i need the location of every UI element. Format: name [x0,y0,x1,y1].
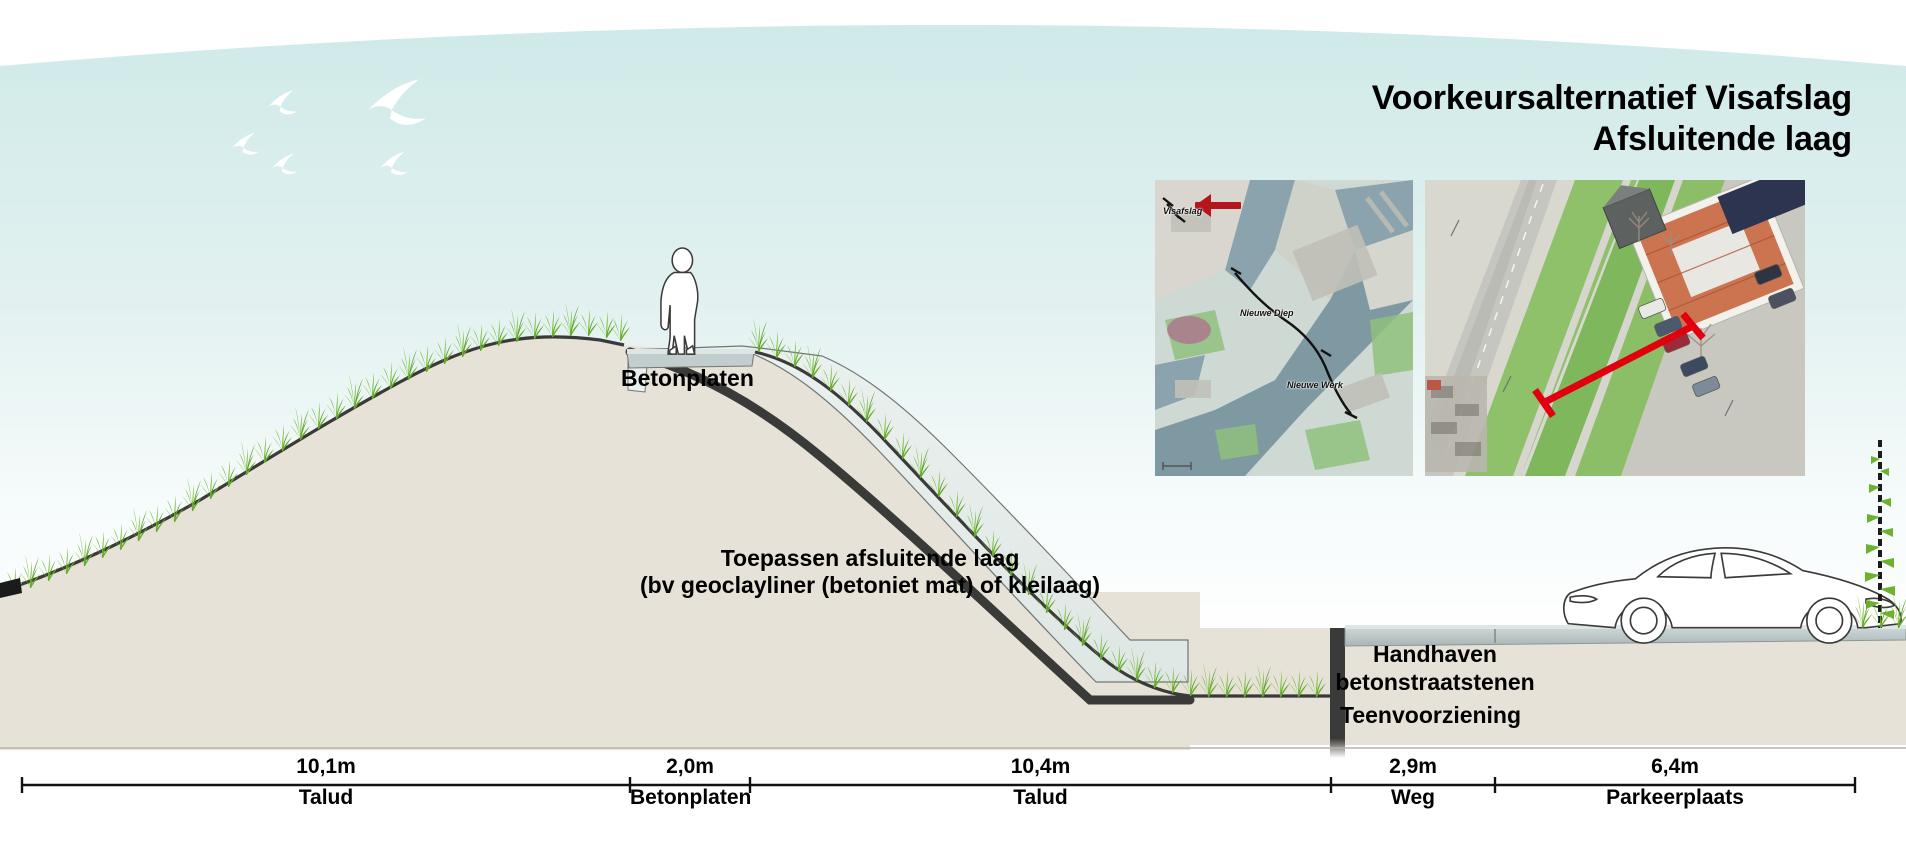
label-handhaven-betonstraatstenen: Handhaven betonstraatstenen [1335,641,1534,696]
scale-segment-parkeerplaats: 6,4m Parkeerplaats [1495,755,1855,842]
map-image [1155,180,1413,476]
scale-measure: 2,0m [666,755,714,778]
scale-name: Weg [1391,786,1435,809]
scale-name: Betonplaten [630,786,752,809]
bird-icon [232,132,259,155]
scale-name: Talud [298,786,354,809]
left-toe-block [0,578,22,598]
car-outline [1563,547,1902,644]
inset-overview-map: Visafslag Nieuwe Diep Nieuwe Werk [1155,180,1413,476]
bird-icon [380,152,408,175]
label-afsluitende-laag: Toepassen afsluitende laag (bv geoclayli… [640,545,1100,599]
scale-segment-talud-inner: 10,4m Talud [750,755,1331,842]
bird-icon [368,79,426,125]
ivy-on-pole [1852,440,1906,628]
bird-icon [268,90,298,115]
label-betonplaten: Betonplaten [621,365,754,391]
scale-measure: 10,4m [1010,755,1071,778]
map-caption-visafslag: Visafslag [1163,206,1203,216]
scale-measure: 2,9m [1389,755,1437,778]
label-afsluitende-line1: Toepassen afsluitende laag [720,545,1020,571]
map-caption-nieuwe-diep: Nieuwe Diep [1240,308,1294,318]
scale-segment-talud-outer: 10,1m Talud [22,755,630,842]
inner-slope-surface [754,350,1335,698]
label-handhaven-line2: betonstraatstenen [1335,668,1535,695]
map-caption-nieuwe-werk: Nieuwe Werk [1287,380,1343,390]
pedestrian-silhouette [660,247,699,355]
page-title-line1: Voorkeursalternatief Visafslag [1371,79,1852,117]
scale-measure: 10,1m [296,755,356,778]
inset-aerial-photo [1425,180,1805,476]
label-teenvoorziening: Teenvoorziening [1340,702,1522,728]
label-handhaven-line1: Handhaven [1373,641,1497,667]
page-title: Voorkeursalternatief Visafslag Afsluiten… [1372,78,1852,161]
page-title-line2: Afsluitende laag [1592,120,1853,159]
bird-icon [272,153,298,175]
scale-segment-weg: 2,9m Weg [1331,755,1495,842]
dimension-scale-bar: 10,1m Talud 2,0m Betonplaten 10,4m Talud… [0,755,1906,842]
aerial-image [1425,180,1805,476]
scale-name: Parkeerplaats [1606,786,1744,809]
scale-segment-betonplaten: 2,0m Betonplaten [630,755,752,842]
scale-name: Talud [1013,786,1068,809]
scale-axis [20,777,1857,793]
birds-flock [232,79,426,175]
scale-measure: 6,4m [1651,755,1699,778]
teenvoorziening-sheet-pile [1330,628,1345,758]
visafslag-arrow-icon [1195,194,1241,217]
cross-section-line [1532,311,1706,418]
label-afsluitende-line2: (bv geoclayliner (betoniet mat) of kleil… [640,572,1101,599]
